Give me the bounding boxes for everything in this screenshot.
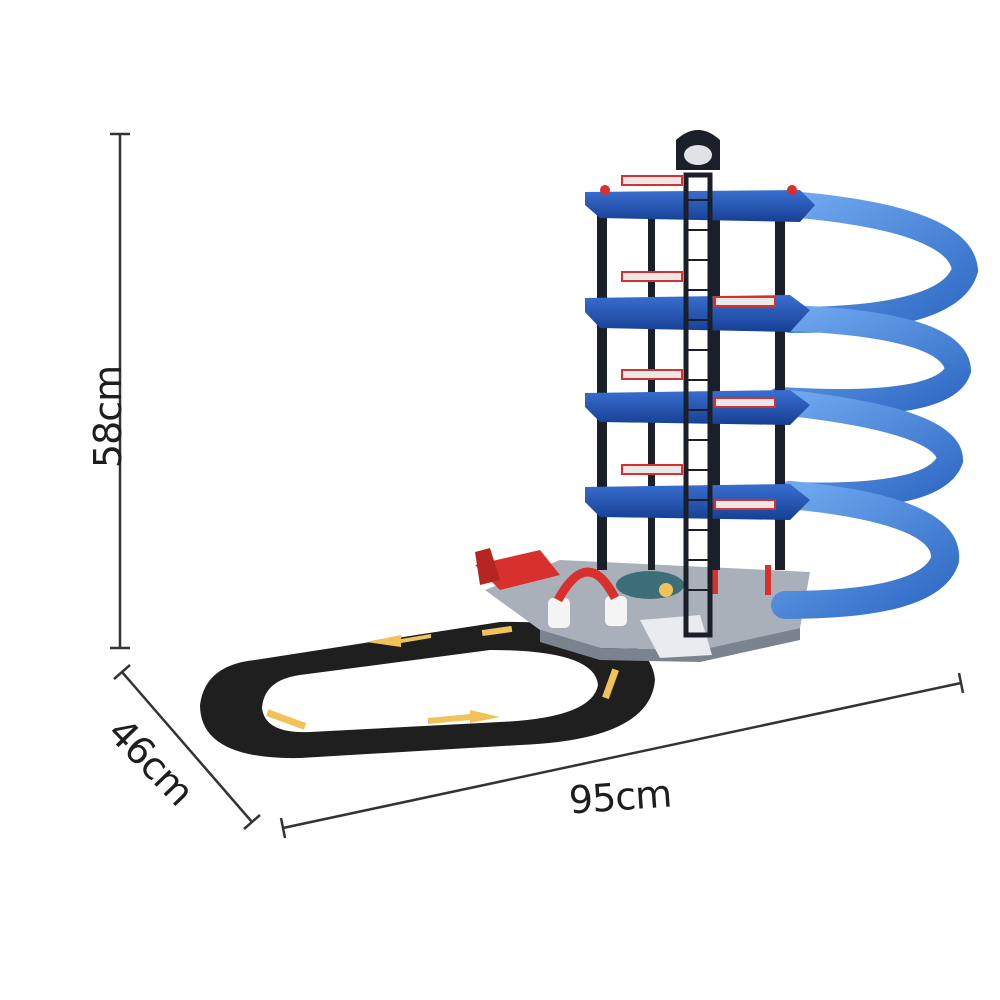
spiral-ramp [767, 192, 979, 619]
height-dimension-line [110, 132, 130, 650]
oval-road-track [200, 621, 655, 759]
base-platform [475, 548, 810, 662]
road-arrow-icon [266, 625, 619, 730]
depth-dimension-line [113, 664, 261, 830]
width-dimension-line [279, 672, 965, 839]
elevator-lift [676, 130, 720, 638]
width-dimension-label: 95cm [567, 771, 673, 823]
parking-deck [585, 175, 815, 520]
height-dimension-label: 58cm [86, 365, 130, 469]
